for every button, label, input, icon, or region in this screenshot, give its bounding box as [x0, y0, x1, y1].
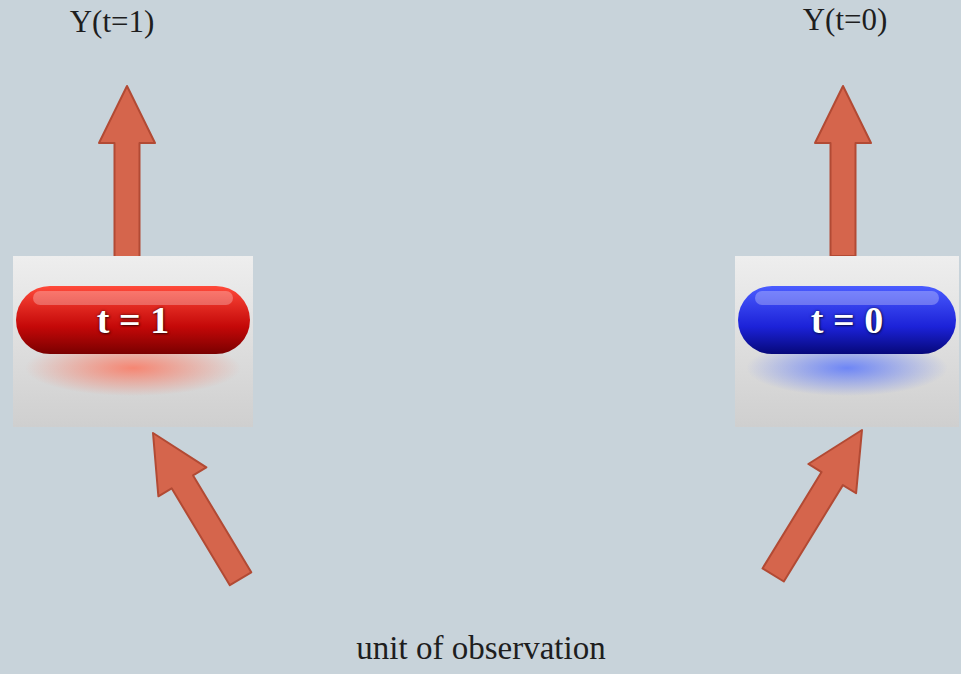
text-label: unit of observation: [356, 630, 605, 667]
diagonal-arrow: [749, 415, 886, 589]
pill-label: t = 1: [13, 290, 253, 350]
text-label: Y(t=0): [803, 2, 888, 38]
pill-illustration: [13, 256, 253, 427]
pill-label: t = 0: [735, 290, 959, 350]
pill-node: t = 0: [735, 256, 959, 427]
up-arrow: [815, 86, 871, 256]
text-label: Y(t=1): [70, 4, 155, 40]
pill-illustration: [735, 256, 959, 427]
diagonal-arrow: [129, 419, 265, 594]
pill-node: t = 1: [13, 256, 253, 427]
up-arrow: [99, 86, 155, 266]
